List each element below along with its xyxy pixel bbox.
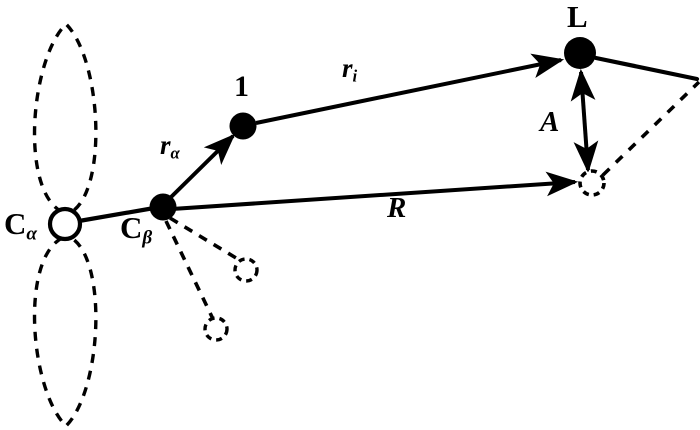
label-c-alpha-sub: α xyxy=(26,223,38,245)
bond-calpha-cbeta xyxy=(76,204,163,224)
label-c-alpha-main: C xyxy=(4,206,27,241)
label-c-beta-sub: β xyxy=(142,227,153,249)
label-r-alpha-main: r xyxy=(160,130,171,160)
orbital-lobe-lower-icon xyxy=(32,235,98,429)
label-ligand-l-main: L xyxy=(567,0,588,34)
label-vector-r-big: R xyxy=(387,194,406,223)
bond-cbeta-hydrogen-upper xyxy=(169,216,242,263)
label-r-i-sub: i xyxy=(352,66,358,86)
label-a-main: A xyxy=(540,106,560,138)
bond-l-to-right-apex xyxy=(593,55,700,82)
atom-ghost-site xyxy=(578,169,606,197)
vector-r-alpha xyxy=(163,133,236,205)
label-vector-r-alpha: rα xyxy=(160,132,180,162)
label-r-i-main: r xyxy=(342,53,353,83)
label-r-alpha-sub: α xyxy=(170,143,180,163)
atom-c-alpha xyxy=(47,206,83,242)
vector-r-i xyxy=(255,53,565,125)
atom-hydrogen-ghost-lower xyxy=(203,316,229,342)
label-vector-a: A xyxy=(540,108,559,137)
label-ligand-l: L xyxy=(567,1,588,32)
atom-node-1 xyxy=(229,112,257,140)
atom-c-beta xyxy=(149,193,177,221)
label-c-alpha: Cα xyxy=(4,208,37,244)
label-node-one: 1 xyxy=(234,72,249,102)
atom-hydrogen-ghost-upper xyxy=(233,257,259,283)
label-c-beta: Cβ xyxy=(120,212,152,248)
label-vector-r-i: ri xyxy=(342,55,357,85)
bond-cbeta-hydrogen-lower xyxy=(164,220,215,320)
label-node-one-main: 1 xyxy=(234,70,249,103)
bond-ghost-to-right-apex xyxy=(601,80,700,177)
vector-a-distance xyxy=(570,68,599,174)
vector-r-big xyxy=(171,171,579,211)
label-c-beta-main: C xyxy=(120,210,143,245)
atom-ligand-l xyxy=(564,37,596,69)
label-r-big-main: R xyxy=(387,192,407,224)
orbital-lobe-group xyxy=(32,21,98,429)
orbital-lobe-upper-icon xyxy=(32,21,98,215)
